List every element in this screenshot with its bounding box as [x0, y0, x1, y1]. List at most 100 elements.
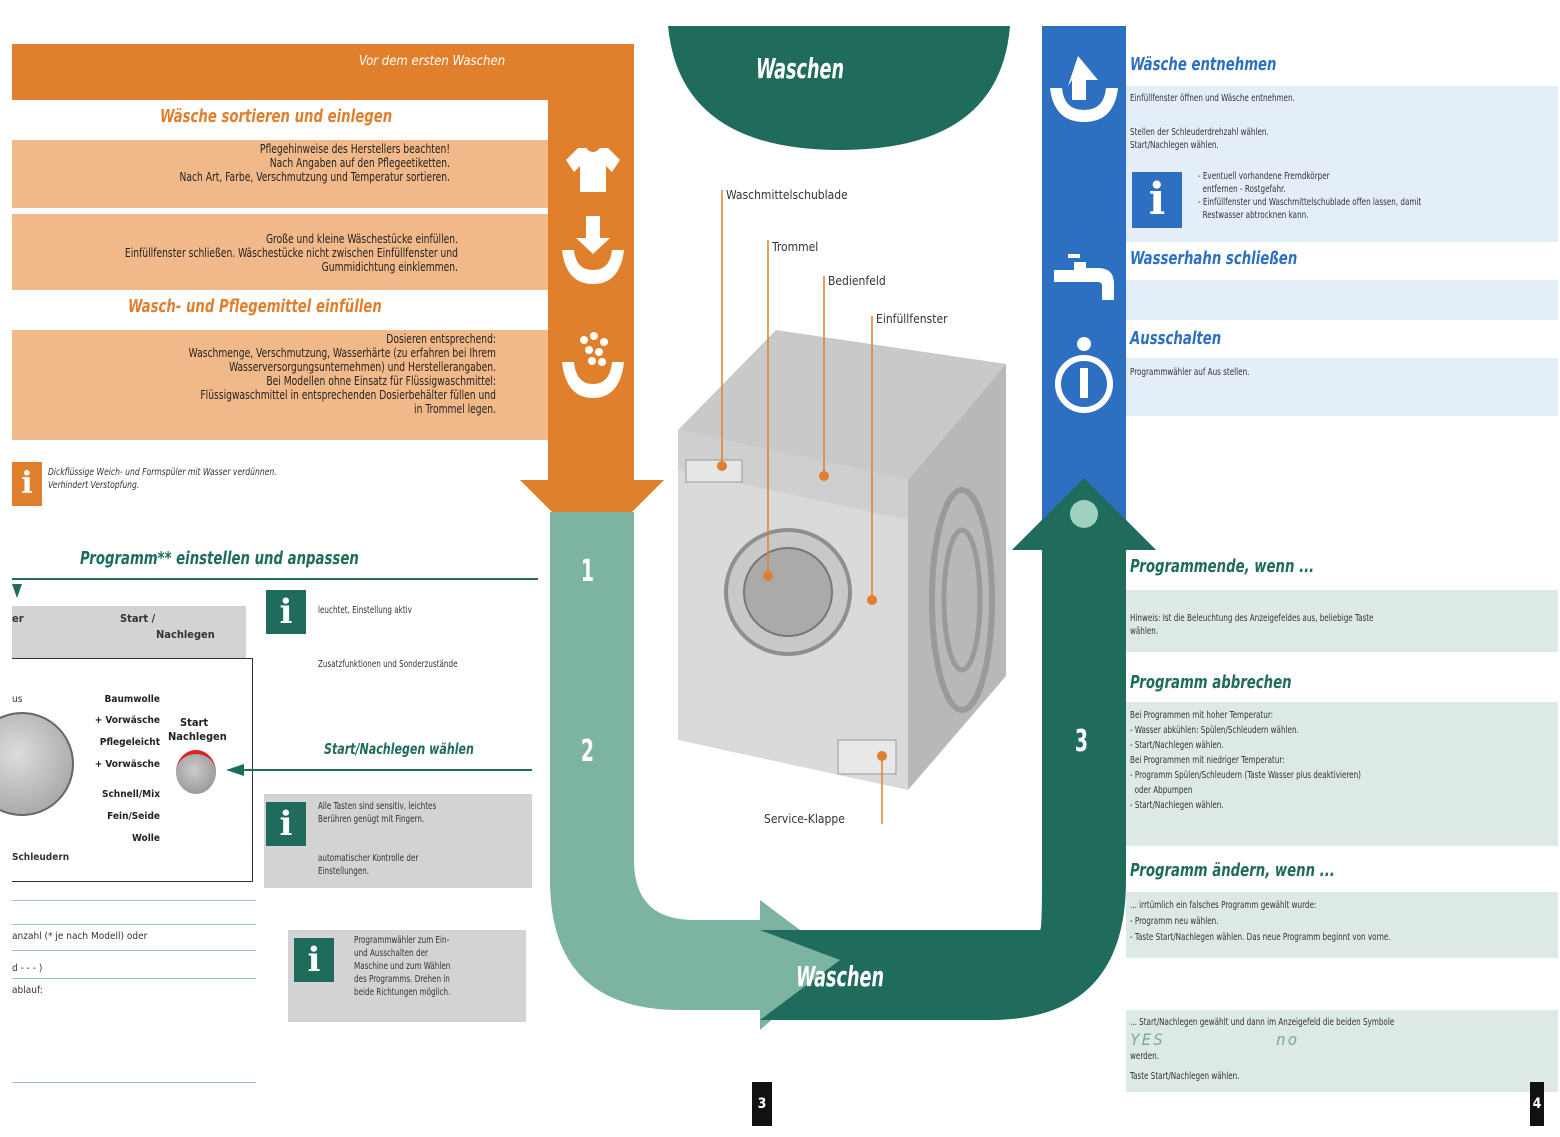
step-number-1: 1: [580, 554, 594, 589]
info2-box: [264, 794, 532, 888]
bottom-line-2: ablauf:: [12, 985, 43, 996]
label-window: Einfüllfenster: [876, 312, 948, 326]
header-bar: [12, 44, 634, 100]
detergent-title: Wasch- und Pflegemittel einfüllen: [128, 296, 382, 317]
shirt-icon: [566, 148, 620, 192]
abort-text: Bei Programmen mit hoher Temperatur: - W…: [1130, 710, 1361, 811]
info-icon: i: [12, 462, 42, 506]
detergent-icon: [562, 332, 624, 398]
panel-item-6: Wolle: [131, 833, 160, 844]
power-icon: [1055, 337, 1113, 413]
program-title-rule: [12, 578, 538, 580]
abort-title: Programm abbrechen: [1130, 672, 1292, 693]
remove-box: [1126, 86, 1558, 242]
download-icon: [562, 216, 624, 284]
change-text: ... irrtümlich ein falsches Programm gew…: [1130, 900, 1391, 943]
detergent-box: [12, 330, 548, 440]
remove-text-1: Einfüllfenster öffnen und Wäsche entnehm…: [1130, 93, 1295, 104]
start-button[interactable]: [176, 750, 216, 794]
step-number-3: 3: [1074, 724, 1088, 759]
info2-text: Alle Tasten sind sensitiv, leichtes Berü…: [318, 801, 437, 825]
info1b-text: Zusatzfunktionen und Sonderzustände: [318, 659, 458, 670]
info1-text: leuchtet, Einstellung aktiv: [318, 605, 412, 616]
panel-item-2: Pflegeleicht: [99, 737, 160, 748]
divider: [12, 950, 256, 951]
divider: [12, 978, 256, 979]
pointer-line: [244, 769, 532, 771]
label-drum: Trommel: [772, 240, 819, 254]
panel-item-4: Schnell/Mix: [101, 789, 160, 800]
dial-left-label: us: [12, 694, 23, 705]
panel-item-0: Baumwolle: [104, 694, 160, 705]
divider: [12, 1082, 256, 1083]
change-box: [1126, 892, 1558, 958]
pointer-arrow-icon: [226, 764, 244, 776]
info2b-text: automatischer Kontrolle der Einstellunge…: [318, 853, 419, 877]
green-return-arrow: [760, 478, 1156, 1020]
label-panel: Bedienfeld: [828, 274, 886, 288]
mint-u-arrow: [550, 512, 840, 1030]
yes-display: YES: [1130, 1030, 1165, 1049]
green-dot: [1070, 500, 1098, 528]
end-text: Hinweis: Ist die Beleuchtung des Anzeige…: [1130, 613, 1374, 637]
tap-icon: [1054, 254, 1114, 300]
remove-text-2: Stellen der Schleuderdrehzahl wählen. St…: [1130, 127, 1269, 151]
info-icon: i: [1132, 172, 1182, 228]
bottom-text-3: Taste Start/Nachlegen wählen.: [1130, 1071, 1240, 1082]
sort-box-2: [12, 214, 548, 290]
info-icon: i: [266, 590, 306, 634]
panel-start-label: Start: [180, 716, 209, 729]
sort-box-1: [12, 140, 548, 208]
step-number-2: 2: [580, 734, 594, 769]
note-text: Dickflüssige Weich- und Formspüler mit W…: [48, 467, 277, 491]
header-title: Vor dem ersten Waschen: [358, 54, 506, 69]
panel-nach-label: Nachlegen: [168, 730, 227, 743]
leader-dots: [717, 461, 887, 761]
label-service: Service-Klappe: [764, 812, 845, 826]
end-box: [1126, 590, 1558, 652]
panel-col2b: Nachlegen: [156, 628, 215, 641]
change-title: Programm ändern, wenn ...: [1130, 860, 1335, 881]
washing-machine-illustration: [678, 330, 1006, 790]
tap-box: [1126, 280, 1558, 320]
bottom-text-2: werden.: [1130, 1051, 1159, 1062]
panel-header: [12, 606, 246, 658]
program-title: Programm** einstellen und anpassen: [80, 548, 359, 569]
tap-title: Wasserhahn schließen: [1130, 248, 1298, 269]
top-semicircle: [668, 26, 1010, 150]
bottom-line-0: anzahl (* je nach Modell) oder: [12, 931, 148, 942]
panel-item-5: Fein/Seide: [107, 811, 160, 822]
divider: [12, 924, 256, 925]
info-icon: i: [294, 938, 334, 982]
off-title: Ausschalten: [1130, 328, 1222, 349]
bottom-text-1: ... Start/Nachlegen gewählt und dann im …: [1130, 1017, 1395, 1028]
sort-text-2: Große und kleine Wäschestücke einfüllen.…: [124, 232, 458, 274]
off-text: Programmwähler auf Aus stellen.: [1130, 367, 1250, 378]
sort-text-1: Pflegehinweise des Herstellers beachten!…: [179, 142, 450, 184]
remove-title: Wäsche entnehmen: [1130, 54, 1277, 75]
panel-item-3: + Vorwäsche: [94, 759, 160, 770]
bottom-line-1: d - - - ): [12, 963, 43, 974]
marker-arrow-down: [12, 584, 22, 598]
no-display: no: [1276, 1030, 1300, 1049]
panel-col2: Start /: [120, 612, 156, 625]
abort-box: [1126, 702, 1558, 846]
bottom-box: [1126, 1010, 1558, 1092]
end-title: Programmende, wenn ...: [1130, 556, 1315, 577]
top-title: Waschen: [756, 52, 845, 85]
info3-text: Programmwähler zum Ein- und Ausschalten …: [354, 935, 451, 998]
info-icon: i: [266, 802, 306, 846]
detergent-text: Dosieren entsprechend: Waschmenge, Versc…: [188, 332, 496, 416]
leader-lines: [721, 190, 883, 824]
sort-title: Wäsche sortieren und einlegen: [160, 106, 393, 127]
bottom-title: Waschen: [796, 960, 885, 993]
start-title: Start/Nachlegen wählen: [324, 740, 474, 758]
panel-item-1: + Vorwäsche: [94, 715, 160, 726]
page-number-right: 4: [1530, 1082, 1544, 1126]
divider: [12, 900, 256, 901]
label-drawer: Waschmittelschublade: [726, 188, 848, 202]
remove-info: - Eventuell vorhandene Fremdkörper entfe…: [1198, 171, 1422, 221]
panel-bottom-label: Schleudern: [12, 852, 70, 863]
off-box: [1126, 358, 1558, 416]
